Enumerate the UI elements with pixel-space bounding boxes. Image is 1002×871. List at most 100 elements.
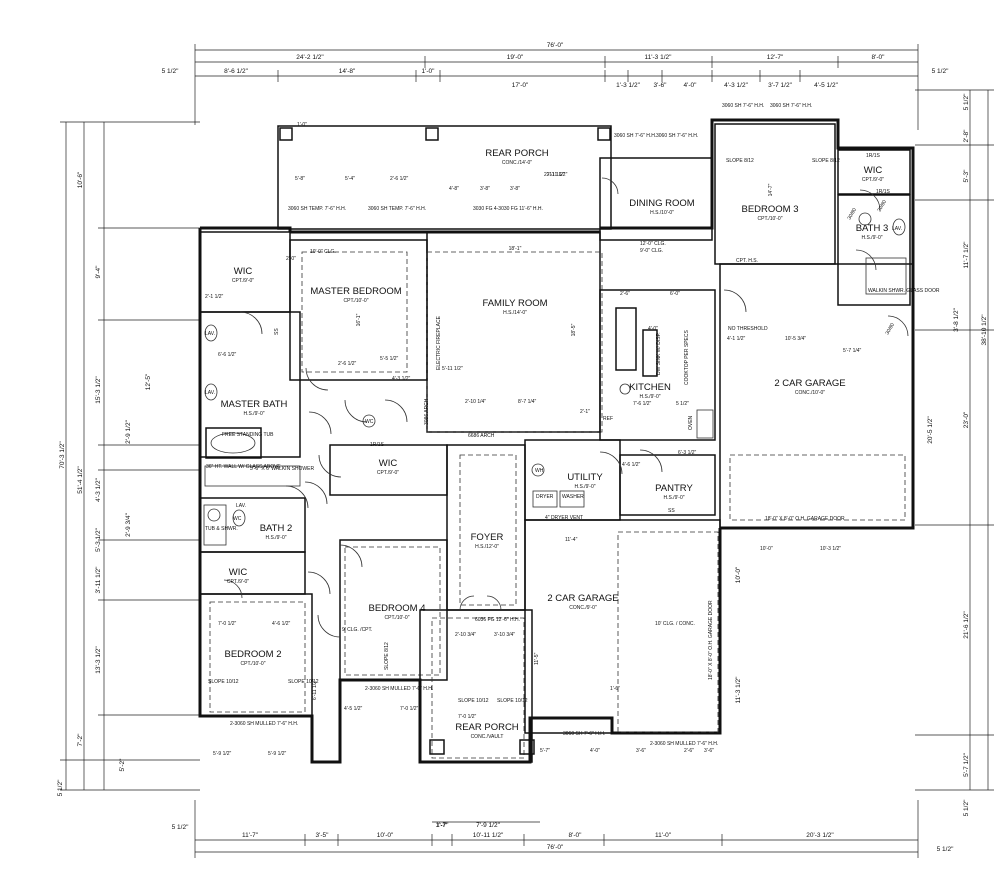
room-spec-family: H.S./14'-0" (503, 310, 527, 316)
dim-top-r2-1: 14'-8" (339, 68, 356, 75)
dim-top-r2-3: 17'-0" (512, 82, 529, 89)
room-spec-garage-1: CONC./10'-0" (795, 390, 825, 396)
note-misc-1: 2'-0" (286, 256, 296, 262)
note-wic3-size-1: 1R/1S (876, 189, 891, 195)
dim-bottom-right-offset: 5 1/2" (937, 846, 954, 853)
dim-bottom-overall: 76'-0" (547, 844, 564, 851)
dim-left-9: 13'-3 1/2" (95, 646, 102, 674)
room-name-bedroom-3: BEDROOM 3 (741, 204, 798, 215)
dim-top-r2-5: 3'-6" (654, 82, 668, 89)
note-ss: SS (274, 328, 280, 335)
dim-left-12: 51'-4 1/2" (77, 466, 84, 494)
dim-top-r2-6: 4'-0" (684, 82, 698, 89)
room-spec-bath-3: H.S./9'-0" (861, 235, 882, 241)
room-spec-dining: H.S./10'-0" (650, 210, 674, 216)
note-no-threshold: NO THRESHOLD (728, 326, 768, 332)
note-foyer-door: 6036 FG 12'-6" H.H. (475, 617, 520, 623)
note-misc-3: 6'-6 1/2" (218, 352, 237, 358)
room-name-rear-porch: REAR PORCH (485, 148, 548, 159)
dim-top-5: 8'-0" (872, 54, 886, 61)
note-rear-window-0: 3060 SH TEMP. 7'-6" H.H. (288, 206, 346, 212)
dim-bottom-1: 3'-5" (316, 832, 330, 839)
note-beam: 2'-11 1/2" (547, 172, 568, 178)
room-spec-wic-master: CPT./9'-0" (232, 278, 254, 284)
dim-right-7: 20'-5 1/2" (927, 416, 934, 444)
note-porch-slope-0: SLOPE 10/12 (458, 698, 489, 704)
room-spec-garage-2: CONC./9'-0" (569, 605, 597, 611)
note-lav-2: LAV. (205, 390, 215, 396)
dim-bottom-5: 8'-0" (569, 832, 583, 839)
room-spec-front-porch: CONC./VAULT (471, 734, 504, 740)
dim-right-10: 11'-3 1/2" (735, 676, 742, 704)
room-name-front-porch: REAR PORCH (455, 722, 518, 733)
note-oven: OVEN (688, 415, 694, 430)
room-name-bedroom-2: BEDROOM 2 (224, 649, 281, 660)
room-name-bedroom-4: BEDROOM 4 (368, 603, 425, 614)
note-bed2-dim-0: 7'-0 1/2" (218, 621, 237, 627)
note-misc-5: 2'-6 1/2" (338, 361, 357, 367)
room-spec-bedroom-3: CPT./10'-0" (758, 216, 783, 222)
note-garage-window: 3060 SH 7'-6" H.H. (563, 731, 605, 737)
note-bed2-slope-0: SLOPE 10/12 (208, 679, 239, 685)
note-garage-dim-1: 5'-7 1/4" (843, 348, 862, 354)
dim-left-5: 4'-3 1/2" (95, 477, 102, 501)
dim-right-4: 3'-8 1/2" (953, 307, 960, 331)
fixtures (203, 212, 907, 546)
note-bed2-slope-1: SLOPE 10/12 (288, 679, 319, 685)
note-misc-8: 4'-3 1/2" (392, 376, 411, 382)
note-fireplace: ELECTRIC FIREPLACE (436, 315, 442, 370)
dim-bottom-r2-0: 10'-11 1/2" (473, 832, 504, 839)
note-porch-dim-0: 5'-8" (295, 176, 305, 182)
note-tub: FREE STANDING TUB (222, 432, 274, 438)
note-rear-window-1: 3060 SH TEMP. 7'-6" H.H. (368, 206, 426, 212)
note-dw-sink: DW SINK W/ DISP. (656, 332, 662, 375)
dim-top-1: 24'-2 1/2" (296, 54, 324, 61)
note-bed3-depth: 14'-7" (768, 183, 774, 196)
dim-bottom-4: 7'-9 1/2" (476, 822, 500, 829)
room-spec-utility: H.S./9'-0" (574, 484, 595, 490)
room-spec-rear-porch: CONC./14'-0" (502, 160, 532, 166)
dim-bottom-0: 11'-7" (242, 832, 259, 839)
note-bottom-dim-0: 5'-9 1/2" (213, 751, 232, 757)
note-misc-13: 10'-0" (760, 546, 773, 552)
dim-top-4: 12'-7" (767, 54, 784, 61)
room-name-wic-2: WIC (229, 567, 248, 578)
dim-left-3: 15'-3 1/2" (95, 376, 102, 404)
dim-top-2: 19'-0" (507, 54, 524, 61)
dim-bottom-6: 11'-0" (655, 832, 672, 839)
note-kitchen-dim-0: 2'-6" (620, 291, 630, 297)
note-bath-shower: 3'-6" X 6' WALKIN SHOWER (250, 466, 314, 472)
room-name-wic-mid: WIC (379, 458, 398, 469)
dim-left-14: 5 1/2" (57, 779, 64, 796)
note-misc-4: 2'-1 1/2" (205, 294, 224, 300)
note-washer: WASHER (562, 494, 584, 500)
note-pantry-dim-1: 6'-3 1/2" (678, 450, 697, 456)
note-misc-0: 1'-0" (297, 122, 307, 128)
note-pantry-dim-0: 4'-6 1/2" (622, 462, 641, 468)
note-kitchen-dim-3: 7'-6 1/2" (633, 401, 652, 407)
dim-left-11: 70'-3 1/2" (59, 441, 66, 469)
dim-bottom-3: 1'-7" (436, 822, 450, 829)
note-porch-slope-1: SLOPE 10/12 (497, 698, 528, 704)
note-bottom-dim-1: 5'-9 1/2" (268, 751, 287, 757)
note-misc-18: 6'-11 1/2" (312, 679, 318, 700)
note-porch-dim-1: 5'-4" (345, 176, 355, 182)
note-dining-clg: 12'-0" CLG. (640, 241, 666, 247)
note-bed3-slope-1: SLOPE 8/12 (812, 158, 840, 164)
room-name-garage-2: 2 CAR GARAGE (547, 593, 618, 604)
note-bath3-lav: LAV. (892, 226, 902, 232)
note-bottom-dim-2: 4'-5 1/2" (344, 706, 363, 712)
note-family-width: 18'-1" (509, 246, 522, 252)
note-misc-10: 8'-7 1/4" (518, 399, 537, 405)
interior-walls (199, 123, 914, 763)
room-spec-bedroom-4: CPT./10'-0" (385, 615, 410, 621)
note-misc-17: 11'-5" (534, 652, 540, 665)
dimension-lines (60, 44, 994, 858)
room-name-garage-1: 2 CAR GARAGE (774, 378, 845, 389)
note-dryer-vent: 4" DRYER VENT (545, 515, 583, 521)
dim-left-13: 5'-2" (119, 758, 126, 772)
note-misc-11: 2'-1" (580, 409, 590, 415)
note-porch-dim-4: 3'-8" (480, 186, 490, 192)
dim-top-r2-4: 1'-3 1/2" (616, 82, 640, 89)
door-swings (223, 177, 909, 638)
